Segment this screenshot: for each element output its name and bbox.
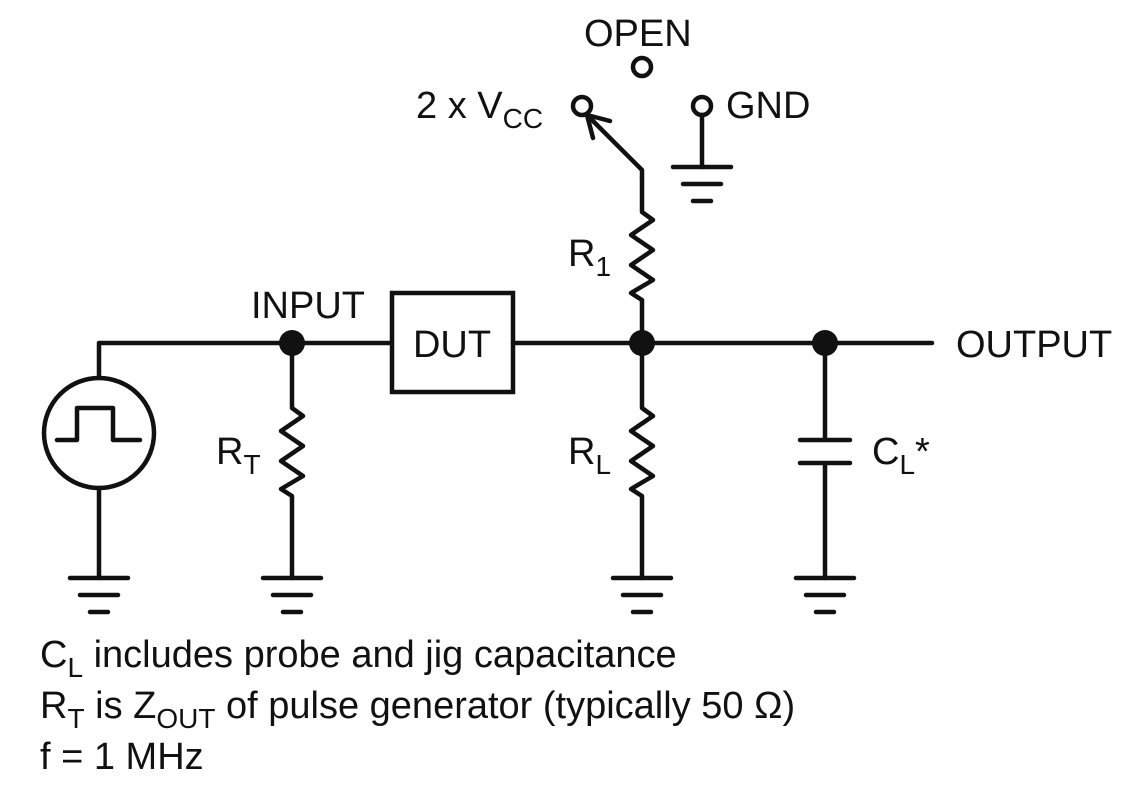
note-frequency: f = 1 MHz bbox=[40, 736, 204, 778]
ground-symbol-rl bbox=[610, 575, 674, 615]
gnd-terminal bbox=[690, 94, 714, 118]
ground-symbol-generator bbox=[67, 575, 131, 615]
ground-symbol-switch bbox=[670, 164, 734, 204]
rl-label: RL bbox=[568, 431, 611, 480]
resistor-rt bbox=[278, 340, 306, 581]
input-label: INPUT bbox=[251, 285, 365, 327]
pulse-generator bbox=[41, 375, 157, 491]
ground-symbol-cl bbox=[793, 575, 857, 615]
output-label: OUTPUT bbox=[956, 324, 1112, 366]
cl-label: CL* bbox=[872, 431, 930, 480]
generator-top-wire bbox=[96, 340, 295, 381]
open-label: OPEN bbox=[584, 13, 692, 55]
open-terminal bbox=[630, 55, 654, 79]
rt-label: RT bbox=[216, 431, 261, 480]
r1-label: R1 bbox=[568, 233, 611, 282]
switch-arrow-icon bbox=[584, 112, 613, 141]
note-cl: CL includes probe and jig capacitance bbox=[40, 634, 677, 683]
gnd-label: GND bbox=[726, 85, 810, 127]
pulse-waveform-icon bbox=[54, 405, 143, 443]
dut-label: DUT bbox=[413, 324, 491, 366]
note-rt: RT is ZOUT of pulse generator (typically… bbox=[40, 685, 795, 734]
ground-symbol-rt bbox=[260, 575, 324, 615]
resistor-rl bbox=[628, 340, 656, 581]
capacitor-cl bbox=[797, 340, 853, 581]
vcc-terminal bbox=[570, 94, 594, 118]
vcc-label: 2 x VCC bbox=[416, 85, 543, 134]
switch-arm bbox=[584, 112, 645, 181]
resistor-r1 bbox=[628, 175, 656, 346]
